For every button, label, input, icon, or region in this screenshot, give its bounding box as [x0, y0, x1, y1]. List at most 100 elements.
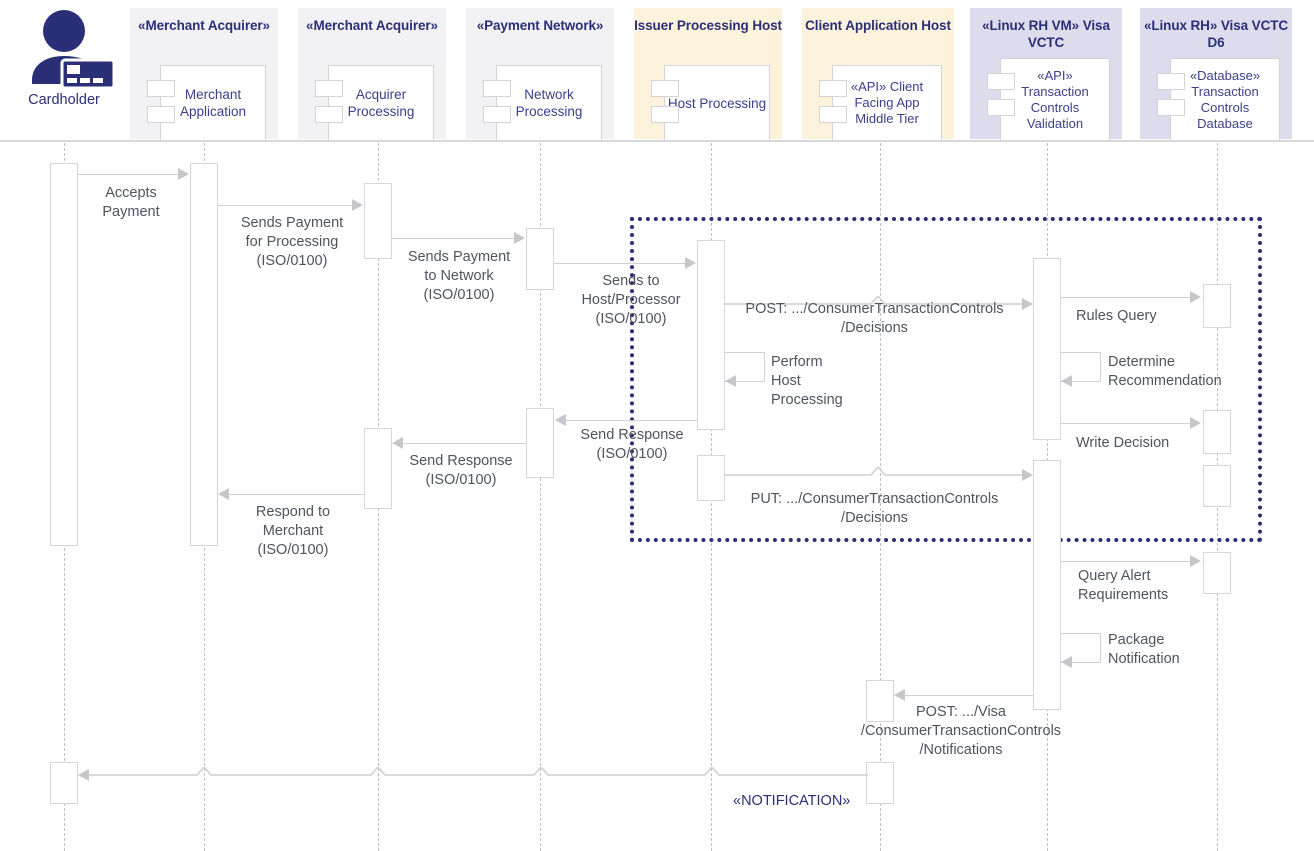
component-tab-icon — [315, 106, 343, 123]
message-line-write-decision — [1061, 423, 1191, 424]
lifeline-stereotype: «Merchant Acquirer» — [138, 18, 270, 33]
message-label-perform-host-processing: Perform Host Processing — [771, 354, 843, 408]
message-notification-crossing-jumps — [82, 767, 868, 776]
message-line-send-response-acquirer — [403, 443, 526, 444]
message-label-send-response-network: Send Response (ISO/0100) — [580, 427, 684, 462]
activation-cardholder-1 — [50, 163, 78, 546]
message-label-respond-to-merchant: Respond to Merchant (ISO/0100) — [255, 504, 331, 558]
lifeline-header-client-facing-app: Client Application Host «API» Client Fac… — [802, 8, 954, 141]
message-label-write-decision: Write Decision — [1076, 435, 1170, 451]
lifeline-header-merchant-application: «Merchant Acquirer» Merchant Application — [130, 8, 278, 141]
activation-validation-2 — [1033, 460, 1061, 710]
component-box: Host Processing — [651, 65, 770, 141]
message-label-accepts-payment: Accepts Payment — [102, 185, 160, 220]
component-tab-icon — [315, 80, 343, 97]
self-message-determine-recommendation — [1061, 352, 1101, 382]
activation-client-app-1 — [866, 680, 894, 722]
message-label-sends-payment-to-network: Sends Payment to Network (ISO/0100) — [407, 249, 511, 303]
message-arrowhead-respond-to-merchant — [218, 488, 229, 500]
message-arrowhead-put-decisions — [1022, 469, 1033, 481]
activation-acquirer-2 — [364, 428, 392, 509]
activation-host-1 — [697, 240, 725, 430]
message-label-put-decisions: PUT: .../ConsumerTransactionControls /De… — [750, 491, 999, 526]
component-label: Host Processing — [667, 95, 767, 111]
lifeline-stereotype: «Merchant Acquirer» — [306, 18, 438, 33]
message-arrowhead-accepts-payment — [178, 168, 189, 180]
component-box: «API» Transaction Controls Validation — [987, 58, 1110, 141]
message-label-determine-recommendation: Determine Recommendation — [1108, 354, 1222, 389]
activation-database-3 — [1203, 465, 1231, 507]
component-label: Network Processing — [515, 87, 583, 119]
message-line-respond-to-merchant — [229, 494, 364, 495]
activation-cardholder-2 — [50, 762, 78, 804]
component-tab-icon — [651, 106, 679, 123]
component-tab-icon — [819, 80, 847, 97]
message-line-rules-query — [1061, 297, 1191, 298]
message-put-decisions-crossing-jump — [725, 467, 1025, 476]
activation-host-2 — [697, 455, 725, 501]
message-label-notification: «NOTIFICATION» — [733, 793, 851, 809]
activation-client-app-2 — [866, 762, 894, 804]
lifeline-stereotype: Client Application Host — [805, 18, 951, 33]
message-arrowhead-send-response-network — [555, 414, 566, 426]
message-arrowhead-sends-payment-to-network — [514, 232, 525, 244]
lifeline-header-host-processing: Issuer Processing Host Host Processing — [634, 8, 782, 141]
message-arrowhead-write-decision — [1190, 417, 1201, 429]
activation-database-2 — [1203, 410, 1231, 454]
activation-network-2 — [526, 408, 554, 478]
message-label-rules-query: Rules Query — [1076, 308, 1157, 324]
activation-network-1 — [526, 228, 554, 290]
component-tab-icon — [483, 106, 511, 123]
component-box: Acquirer Processing — [315, 65, 434, 141]
header-separator — [0, 140, 1314, 142]
component-tab-icon — [987, 99, 1015, 116]
activation-database-4 — [1203, 552, 1231, 594]
message-arrowhead-send-response-acquirer — [392, 437, 403, 449]
message-label-post-notifications: POST: .../Visa /ConsumerTransactionContr… — [860, 704, 1062, 758]
component-tab-icon — [1157, 73, 1185, 90]
component-tab-icon — [819, 106, 847, 123]
message-line-post-notifications — [905, 695, 1033, 696]
message-label-query-alert-requirements: Query Alert Requirements — [1078, 568, 1169, 603]
message-label-package-notification: Package Notification — [1108, 632, 1180, 667]
activation-database-1 — [1203, 284, 1231, 328]
component-tab-icon — [483, 80, 511, 97]
component-label: «Database» Transaction Controls Database — [1189, 67, 1261, 131]
lifeline-stereotype: Issuer Processing Host — [634, 18, 782, 33]
person-with-card-icon — [32, 10, 116, 90]
message-arrowhead-notification — [78, 769, 89, 781]
message-arrowhead-perform-host-processing — [725, 375, 736, 387]
message-post-decisions-crossing-jump — [725, 296, 1025, 305]
component-box: Network Processing — [483, 65, 602, 141]
lifeline-stereotype: «Linux RH» Visa VCTC D6 — [1143, 18, 1289, 50]
lifeline-stereotype: «Payment Network» — [476, 18, 604, 33]
message-label-sends-payment-for-processing: Sends Payment for Processing (ISO/0100) — [240, 215, 344, 269]
message-arrowhead-query-alert-requirements — [1190, 555, 1201, 567]
component-box: Merchant Application — [147, 65, 266, 141]
lifeline-stereotype: «Linux RH VM» Visa VCTC — [982, 18, 1110, 50]
component-tab-icon — [147, 106, 175, 123]
message-label-post-decisions: POST: .../ConsumerTransactionControls /D… — [745, 301, 1004, 336]
actor-cardholder: Cardholder — [0, 8, 128, 118]
message-label-send-response-acquirer: Send Response (ISO/0100) — [409, 453, 513, 488]
actor-label: Cardholder — [28, 92, 100, 108]
component-tab-icon — [987, 73, 1015, 90]
component-tab-icon — [1157, 99, 1185, 116]
vctc-scope-frame — [630, 217, 1262, 542]
lifeline-network-processing — [540, 143, 541, 851]
message-label-sends-to-host-processor: Sends to Host/Processor (ISO/0100) — [581, 273, 681, 327]
component-label: Acquirer Processing — [347, 87, 415, 119]
message-arrowhead-post-notifications — [894, 689, 905, 701]
message-line-sends-to-host-processor — [554, 263, 686, 264]
message-line-accepts-payment — [78, 174, 179, 175]
message-line-sends-payment-for-processing — [218, 205, 353, 206]
component-label: «API» Client Facing App Middle Tier — [850, 79, 924, 126]
component-tab-icon — [651, 80, 679, 97]
component-box: «Database» Transaction Controls Database — [1157, 58, 1280, 141]
activation-merchant-application — [190, 163, 218, 546]
lifeline-header-acquirer-processing: «Merchant Acquirer» Acquirer Processing — [298, 8, 446, 141]
component-tab-icon — [147, 80, 175, 97]
self-message-package-notification — [1061, 633, 1101, 663]
component-box: «API» Client Facing App Middle Tier — [819, 65, 942, 141]
